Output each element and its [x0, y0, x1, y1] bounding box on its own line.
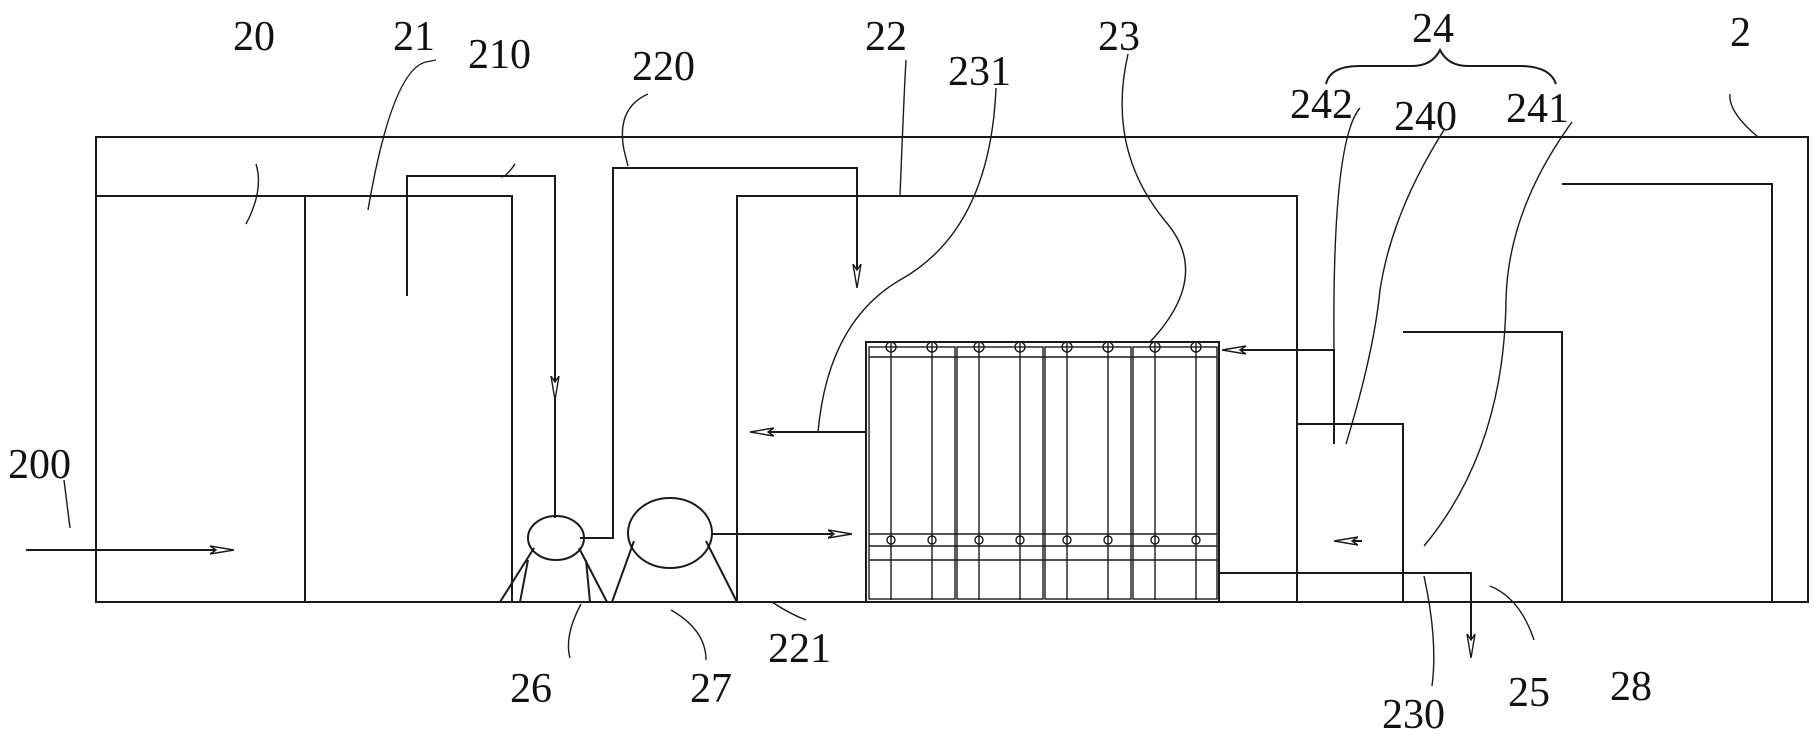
- label-220: 220: [632, 44, 695, 90]
- leader-lines: [63, 53, 1759, 687]
- bracket-24: [1325, 47, 1557, 85]
- label-2: 2: [1730, 10, 1751, 56]
- pipe-242: [1232, 349, 1335, 444]
- label-21: 21: [393, 14, 435, 60]
- reference-labels: 20 21 210 220 22 231 23 24 2 242 240 241…: [8, 6, 1751, 735]
- tank-21-outline: [305, 195, 513, 602]
- pump-26: [527, 515, 585, 561]
- pipe-220: [580, 167, 858, 539]
- tank-20-outline: [96, 195, 306, 602]
- label-20: 20: [233, 14, 275, 60]
- pump-27-stand: [611, 540, 738, 603]
- label-210: 210: [468, 32, 531, 78]
- pipe-210: [406, 175, 556, 398]
- tank-22-outline: [736, 195, 1298, 602]
- label-231: 231: [948, 49, 1011, 95]
- tank-28-outline: [1562, 183, 1773, 602]
- membrane-module-23: [865, 341, 1220, 603]
- label-24: 24: [1412, 6, 1454, 52]
- label-22: 22: [865, 14, 907, 60]
- pump-27: [627, 497, 713, 569]
- tank-25-outline: [1403, 331, 1563, 602]
- label-230: 230: [1382, 692, 1445, 735]
- tank-24-outline: [1297, 423, 1404, 602]
- label-28: 28: [1610, 664, 1652, 710]
- label-241: 241: [1506, 86, 1569, 132]
- label-240: 240: [1394, 94, 1457, 140]
- outer-housing: [95, 136, 1809, 603]
- label-25: 25: [1508, 670, 1550, 716]
- pump-26-stand: [499, 547, 608, 603]
- label-27: 27: [690, 666, 732, 712]
- label-200: 200: [8, 442, 71, 488]
- label-221: 221: [768, 626, 831, 672]
- label-26: 26: [510, 666, 552, 712]
- label-242: 242: [1290, 82, 1353, 128]
- label-23: 23: [1098, 14, 1140, 60]
